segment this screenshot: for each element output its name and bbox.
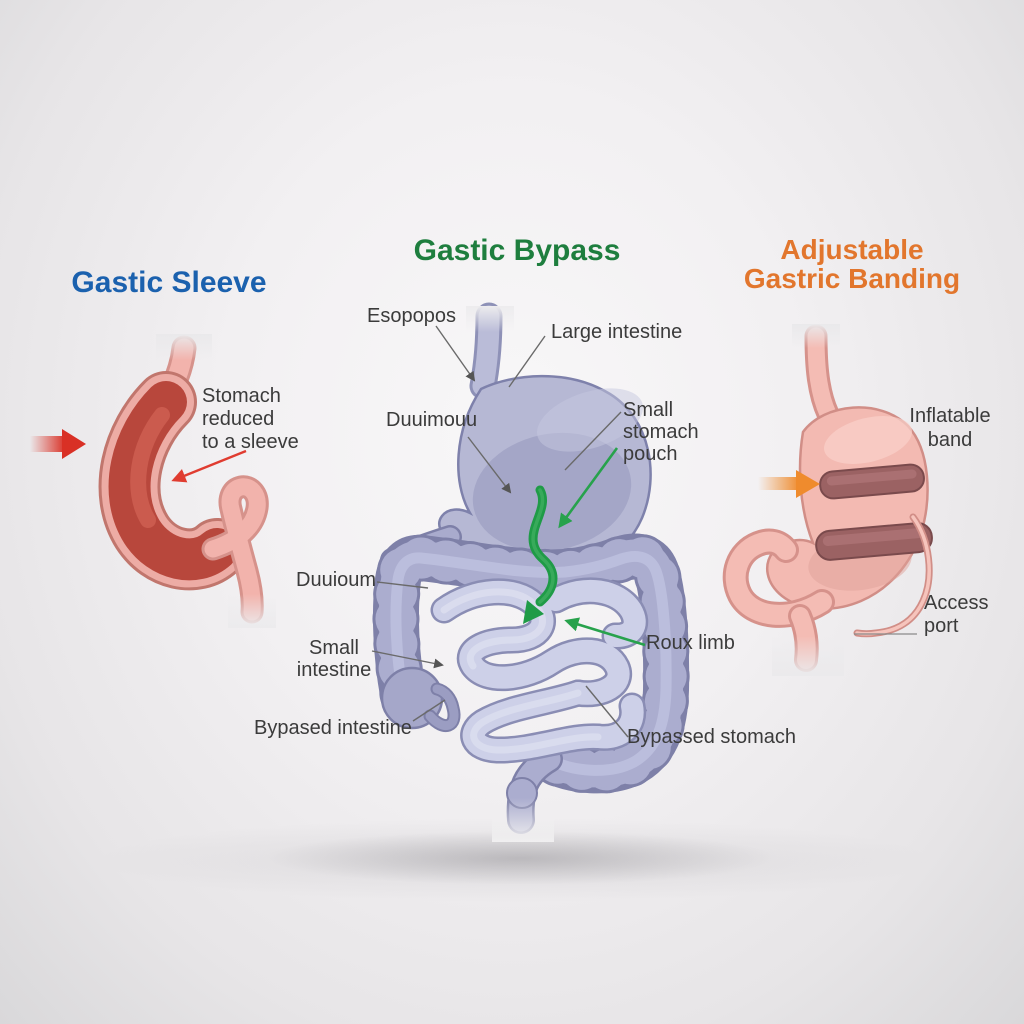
small-stomach-pouch-label: Small stomach pouch bbox=[623, 399, 699, 465]
banding-title-line2: Gastric Banding bbox=[743, 263, 961, 294]
food-route-arrow-icon bbox=[523, 485, 558, 624]
duodenum-upper-label: Duuimouu bbox=[386, 409, 478, 431]
roux-limb-label: Roux limb bbox=[646, 632, 735, 654]
red-arrow-icon bbox=[30, 429, 86, 459]
gastric-banding-illustration bbox=[722, 324, 933, 676]
esophagus-label: Esopopos bbox=[367, 305, 456, 327]
inflatable-band-upper bbox=[819, 463, 925, 500]
leader-lines bbox=[371, 325, 629, 738]
bypassed-intestine-label: Bypased intestine bbox=[254, 717, 412, 739]
access-port-label: Access port bbox=[924, 592, 989, 637]
duodenum-left-label: Duuioum bbox=[296, 569, 377, 591]
inflatable-band-label: Inflatable band bbox=[909, 405, 991, 451]
gastric-banding-title: Adjustable Gastric Banding bbox=[741, 235, 963, 293]
large-intestine bbox=[372, 533, 690, 794]
banding-title-line1: Adjustable bbox=[780, 234, 924, 265]
ground-shadow-core bbox=[265, 831, 775, 885]
gastric-bypass-title: Gastic Bypass bbox=[413, 234, 621, 267]
large-intestine-label: Large intestine bbox=[551, 321, 683, 343]
small-intestine-coils bbox=[430, 577, 649, 764]
gastric-sleeve-illustration bbox=[30, 334, 276, 628]
small-intestine-label: Small intestine bbox=[296, 637, 372, 681]
gastric-bypass-illustration bbox=[372, 302, 690, 842]
bypassed-stomach-label: Bypassed stomach bbox=[627, 726, 796, 748]
orange-arrow-icon bbox=[758, 470, 820, 498]
inflatable-band-lower bbox=[815, 522, 933, 561]
green-pointer-arrows bbox=[558, 447, 646, 647]
gastric-sleeve-title: Gastic Sleeve bbox=[71, 266, 267, 299]
sleeve-note-label: Stomach reduced to a sleeve bbox=[202, 385, 299, 453]
sleeve-pointer-arrow bbox=[171, 449, 247, 483]
